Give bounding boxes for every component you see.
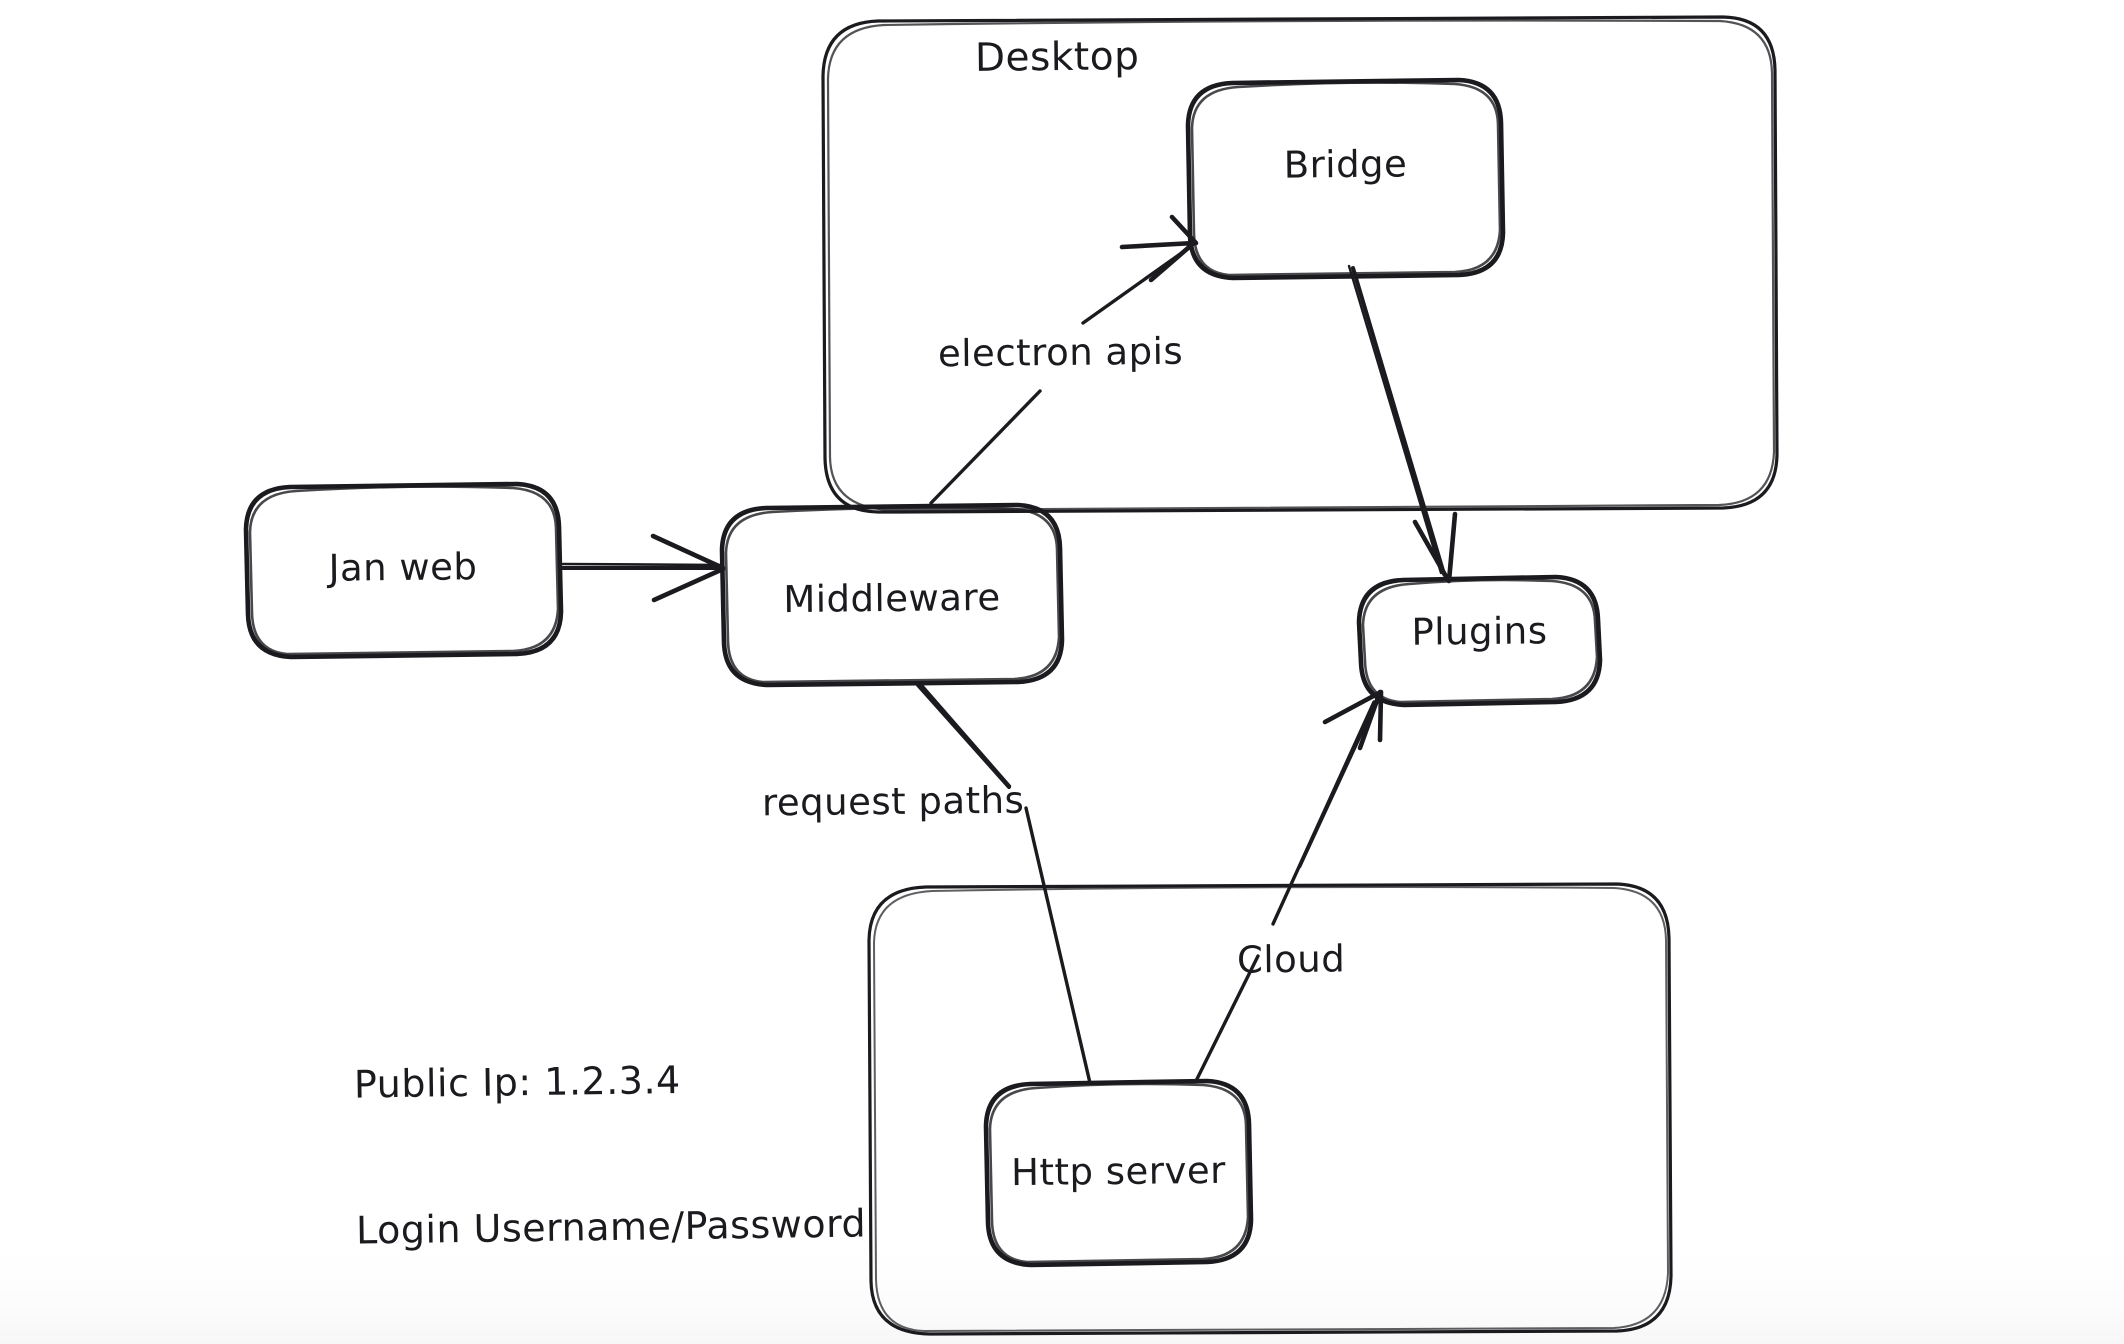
node-label-http-server: Http server [1010,1148,1227,1195]
edge-middleware-to-bridge[interactable] [929,214,1199,505]
container-desktop[interactable] [821,15,1779,514]
edge-label-request-paths: request paths [761,778,1025,825]
edge-label-electron-apis: electron apis [937,329,1184,376]
edge-middleware-to-http-server[interactable] [916,682,1092,1085]
node-label-bridge: Bridge [1283,142,1408,187]
node-label-plugins: Plugins [1411,609,1548,654]
node-bridge[interactable] [1185,77,1506,281]
edge-bridge-to-plugins[interactable] [1347,264,1458,584]
note-line-public-ip: Public Ip: 1.2.3.4 [353,1058,681,1107]
note-line-login: Login Username/Password [355,1201,867,1253]
arrowhead-icon [650,533,726,603]
node-jan-web[interactable] [243,481,564,660]
edge-label-cloud: Cloud [1236,937,1346,982]
edge-jan-web-to-middleware[interactable] [559,533,726,603]
edge-http-server-to-plugins[interactable] [1194,689,1384,1083]
server-credentials-note: Public Ip: 1.2.3.4 Login Username/Passwo… [352,956,867,1344]
arrowhead-icon [1119,214,1199,283]
node-label-jan-web: Jan web [328,545,478,590]
arrowhead-icon [1412,511,1458,584]
node-http-server[interactable] [983,1078,1254,1268]
container-label-desktop: Desktop [974,34,1140,81]
container-cloud-region[interactable] [867,882,1673,1336]
arrowhead-icon [1322,689,1384,751]
node-middleware[interactable] [719,502,1065,688]
node-plugins[interactable] [1356,574,1603,708]
node-label-middleware: Middleware [783,575,1001,622]
